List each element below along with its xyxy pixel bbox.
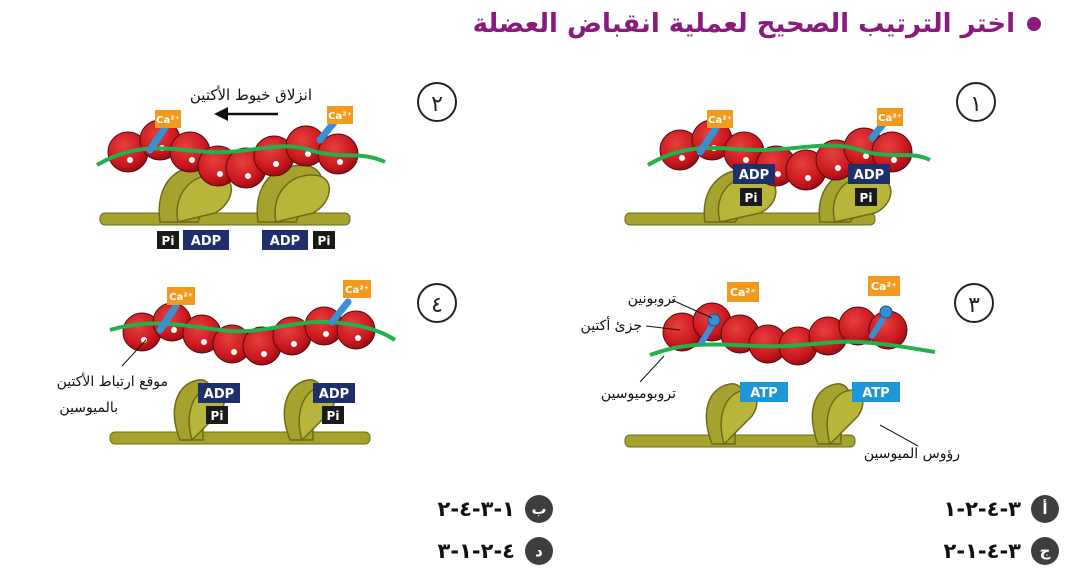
option-b-letter[interactable]: ب	[525, 495, 553, 523]
actin-molecule-label: جزئ أكتين	[581, 316, 642, 334]
panel-4-ca-label-b: Ca²⁺	[345, 285, 369, 296]
panel-1-number: ١	[970, 92, 982, 117]
option-a[interactable]: أ ٣-٤-٢-١	[944, 493, 1059, 525]
panel-2-ca-label-a: Ca²⁺	[156, 115, 180, 126]
panel-1-adp-label-b: ADP	[854, 168, 884, 183]
option-c-sequence: ٣-٤-١-٢	[943, 539, 1021, 563]
tropomyosin-label: تروبوميوسين	[601, 386, 676, 402]
panel-1-pi-label-b: Pi	[860, 191, 873, 205]
panel-1-adp-label-a: ADP	[739, 168, 769, 183]
panel-3-ca-label-b: Ca²⁺	[871, 280, 897, 293]
myosin-heads-label: رؤوس الميوسين	[864, 446, 960, 462]
panel-1-ca-label-b: Ca²⁺	[878, 113, 902, 124]
panel-2-pi-label-b: Pi	[318, 234, 331, 248]
option-a-letter[interactable]: أ	[1031, 495, 1059, 523]
option-a-sequence: ٣-٤-٢-١	[943, 497, 1021, 521]
panel-1-ca-label-a: Ca²⁺	[708, 115, 732, 126]
panel-3-number: ٣	[968, 293, 980, 318]
panel-1: Ca²⁺ Ca²⁺ ADP Pi ADP Pi ١	[624, 82, 996, 226]
sliding-arrow-icon	[214, 107, 278, 121]
panel-2-ca-label-b: Ca²⁺	[328, 111, 352, 122]
binding-site-label-line1: موقع ارتباط الأكتين	[57, 372, 168, 390]
muscle-contraction-diagrams: Ca²⁺ Ca²⁺ ADP Pi ADP Pi ١	[57, 82, 996, 462]
question-title: اختر الترتيب الصحيح لعملية انقباض العضلة	[473, 4, 1041, 44]
option-b-sequence: ١-٣-٤-٢	[437, 497, 515, 521]
panel-2-myosin	[99, 164, 351, 226]
option-d-letter[interactable]: د	[525, 537, 553, 565]
option-c[interactable]: ج ٣-٤-١-٢	[944, 535, 1059, 567]
sliding-label: انزلاق خيوط الأكتين	[190, 85, 312, 104]
panel-2: Ca²⁺ Ca²⁺ انزلاق خيوط الأكتين Pi ADP ADP…	[95, 82, 457, 250]
panel-2-pi-label-a: Pi	[162, 234, 175, 248]
panel-2-adp-label-a: ADP	[191, 234, 221, 249]
panel-3-myosin	[624, 383, 864, 448]
panel-4-number: ٤	[431, 293, 443, 318]
panel-3-atp-label-a: ATP	[750, 386, 777, 401]
panel-3-troponin	[699, 305, 893, 345]
option-d[interactable]: د ٤-٢-١-٣	[438, 535, 553, 567]
panel-1-pi-label-a: Pi	[745, 191, 758, 205]
panel-4-ca-label-a: Ca²⁺	[169, 292, 193, 303]
panel-2-adp-label-b: ADP	[270, 234, 300, 249]
title-bullet-icon	[1027, 17, 1041, 31]
panel-3-atp-label-b: ATP	[862, 386, 889, 401]
panel-4-troponin	[156, 298, 352, 334]
option-b[interactable]: ب ١-٣-٤-٢	[438, 493, 553, 525]
panel-4: Ca²⁺ Ca²⁺ ADP Pi ADP Pi موقع ارتباط الأك…	[57, 280, 457, 445]
panel-4-pi-label-a: Pi	[211, 409, 224, 423]
panel-4-pi-label-b: Pi	[327, 409, 340, 423]
panel-4-adp-label-a: ADP	[204, 387, 234, 402]
panel-2-number: ٢	[431, 92, 443, 117]
question-title-text: اختر الترتيب الصحيح لعملية انقباض العضلة	[472, 9, 1015, 39]
troponin-label: تروبونين	[628, 291, 676, 307]
option-c-letter[interactable]: ج	[1031, 537, 1059, 565]
panel-4-adp-label-b: ADP	[319, 387, 349, 402]
panel-3-ca-label-a: Ca²⁺	[730, 286, 756, 299]
option-d-sequence: ٤-٢-١-٣	[437, 539, 515, 563]
panel-3: Ca²⁺ Ca²⁺ ATP ATP تروبونين جزئ أكتين ترو…	[581, 276, 994, 462]
binding-site-label-line2: بالميوسين	[59, 400, 118, 416]
